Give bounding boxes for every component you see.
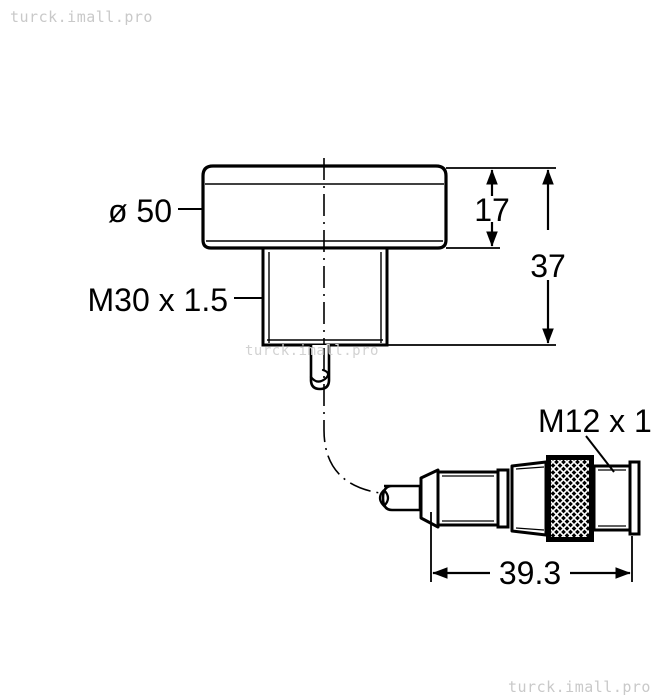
label-head-height: 17 [474,192,510,228]
centerlines [323,158,430,495]
label-total-height: 37 [530,248,566,284]
watermark-bottom-right: turck.imall.pro [508,678,651,696]
label-diameter: ø 50 [108,193,172,229]
watermark-center: turck.imall.pro [245,343,379,359]
label-thread-body: M30 x 1.5 [87,282,228,318]
threaded-barrel [261,246,389,347]
dimension-total-height [387,169,556,346]
dimension-thread-connector [585,435,615,473]
knurled-nut [546,455,594,542]
watermark-top-left: turck.imall.pro [10,8,153,26]
m12-connector [378,455,641,542]
dimension-labels: ø 50 M30 x 1.5 17 37 M12 x 1 39.3 [87,192,651,591]
dimension-head-height [446,167,556,249]
label-thread-connector: M12 x 1 [538,403,652,439]
dimension-connector-length [430,512,633,582]
label-connector-length: 39.3 [499,555,561,591]
